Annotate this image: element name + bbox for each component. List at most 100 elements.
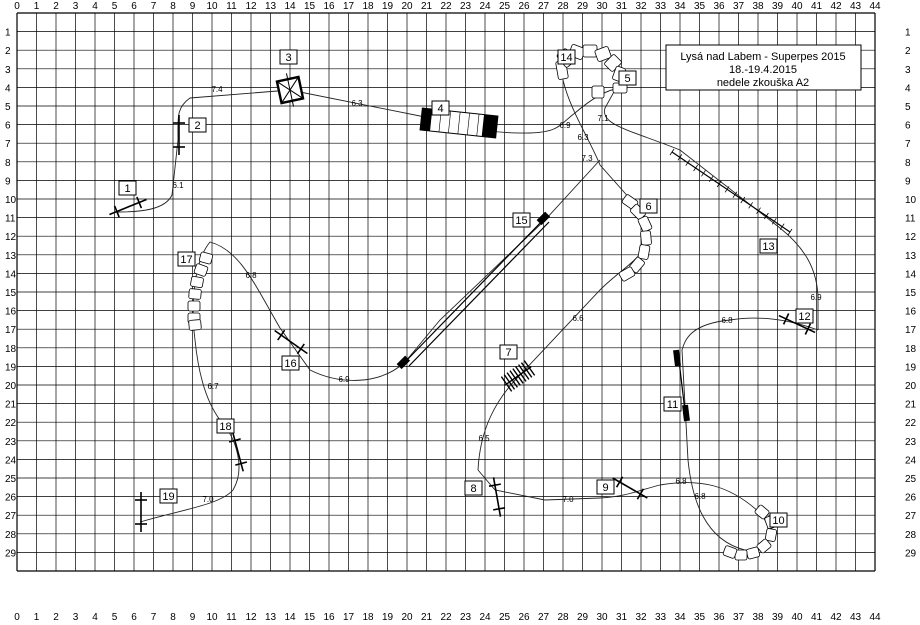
y-label-right: 28: [905, 530, 917, 541]
dog-path-segment: [117, 87, 621, 213]
y-label-left: 10: [5, 195, 17, 206]
obstacle-number-14: 14: [557, 49, 576, 65]
y-label-right: 3: [905, 65, 911, 76]
y-label-right: 29: [905, 548, 917, 559]
svg-text:18: 18: [219, 421, 231, 433]
x-label-top: 18: [362, 1, 374, 12]
dogwalk-shape: [669, 148, 793, 236]
x-label-bottom: 11: [226, 612, 237, 623]
title-line2: 18.-19.4.2015: [729, 64, 797, 76]
y-label-right: 8: [905, 158, 911, 169]
obstacle-number-6: 6: [639, 198, 658, 214]
x-label-top: 41: [811, 1, 823, 12]
y-label-left: 24: [5, 455, 17, 466]
x-label-bottom: 20: [401, 612, 413, 623]
y-label-right: 27: [905, 511, 917, 522]
x-label-top: 17: [343, 1, 355, 12]
distance-label: 6.3: [351, 99, 363, 108]
y-label-right: 2: [905, 46, 911, 57]
tunnel-shape: [419, 107, 499, 139]
x-label-bottom: 5: [112, 612, 118, 623]
y-label-left: 26: [5, 493, 17, 504]
svg-text:19: 19: [162, 491, 174, 503]
svg-text:3: 3: [285, 52, 291, 64]
obstacle-number-10: 10: [769, 512, 788, 528]
x-label-top: 24: [479, 1, 491, 12]
y-label-right: 13: [905, 251, 917, 262]
x-label-top: 44: [869, 1, 881, 12]
svg-text:9: 9: [602, 482, 608, 494]
distance-label: 6.7: [207, 382, 219, 391]
y-label-left: 14: [5, 269, 17, 280]
y-label-right: 7: [905, 139, 911, 150]
y-label-left: 13: [5, 251, 17, 262]
obstacle-number-11: 11: [663, 396, 682, 412]
grid-labels: 0011223344556677889910101111121213131414…: [5, 1, 917, 623]
y-label-left: 18: [5, 344, 17, 355]
tunnel-shape: [618, 194, 653, 282]
x-label-bottom: 37: [733, 612, 745, 623]
distance-label: 6.5: [478, 434, 490, 443]
dog-path-segment: [139, 241, 281, 523]
y-label-left: 17: [5, 325, 17, 336]
y-label-left: 21: [5, 400, 17, 411]
distance-label: 7.3: [581, 154, 593, 163]
obstacle-number-15: 15: [512, 212, 531, 228]
y-label-right: 9: [905, 176, 911, 187]
x-label-bottom: 8: [170, 612, 176, 623]
x-label-top: 10: [206, 1, 218, 12]
obstacle-number-5: 5: [618, 70, 637, 86]
distance-label: 6.8: [245, 271, 257, 280]
svg-text:11: 11: [667, 399, 678, 411]
x-label-bottom: 44: [869, 612, 881, 623]
x-label-top: 25: [499, 1, 511, 12]
distance-label: 6.9: [810, 293, 822, 302]
x-label-bottom: 0: [14, 612, 20, 623]
tunnel-shape: [187, 251, 214, 331]
y-label-left: 8: [5, 158, 11, 169]
y-label-left: 5: [5, 102, 11, 113]
hurdle-shape: [274, 329, 308, 355]
y-label-left: 22: [5, 418, 17, 429]
x-label-bottom: 43: [850, 612, 862, 623]
tunnel-shape: [722, 504, 778, 561]
obstacle-number-2: 2: [188, 117, 207, 133]
x-label-bottom: 24: [479, 612, 491, 623]
title-box: Lysá nad Labem - Superpes 2015 18.-19.4.…: [665, 44, 862, 91]
y-label-right: 24: [905, 455, 917, 466]
y-label-left: 20: [5, 381, 17, 392]
x-label-top: 42: [830, 1, 842, 12]
y-label-right: 10: [905, 195, 917, 206]
svg-text:14: 14: [560, 52, 572, 64]
x-label-top: 28: [557, 1, 569, 12]
x-label-bottom: 18: [362, 612, 374, 623]
y-label-left: 28: [5, 530, 17, 541]
title-line1: Lysá nad Labem - Superpes 2015: [680, 51, 845, 63]
x-label-bottom: 4: [92, 612, 98, 623]
x-label-bottom: 29: [577, 612, 589, 623]
x-label-top: 30: [596, 1, 608, 12]
x-label-top: 19: [382, 1, 394, 12]
distance-label: 6.8: [721, 316, 733, 325]
y-label-right: 23: [905, 437, 917, 448]
x-label-top: 11: [226, 1, 237, 12]
x-label-bottom: 17: [343, 612, 355, 623]
obstacles: [109, 44, 816, 561]
y-label-left: 1: [5, 28, 11, 39]
table-shape: [275, 73, 305, 107]
weave-shape: [500, 360, 536, 392]
x-label-top: 21: [421, 1, 433, 12]
obstacle-number-1: 1: [118, 180, 137, 196]
distance-label: 6.9: [338, 375, 350, 384]
x-label-bottom: 12: [245, 612, 257, 623]
x-label-top: 31: [616, 1, 628, 12]
x-label-top: 14: [284, 1, 296, 12]
x-label-bottom: 7: [151, 612, 157, 623]
y-label-left: 19: [5, 362, 17, 373]
dog-path-segment: [562, 79, 641, 211]
x-label-top: 6: [131, 1, 137, 12]
x-label-bottom: 22: [440, 612, 452, 623]
x-label-bottom: 35: [694, 612, 706, 623]
y-label-right: 19: [905, 362, 917, 373]
